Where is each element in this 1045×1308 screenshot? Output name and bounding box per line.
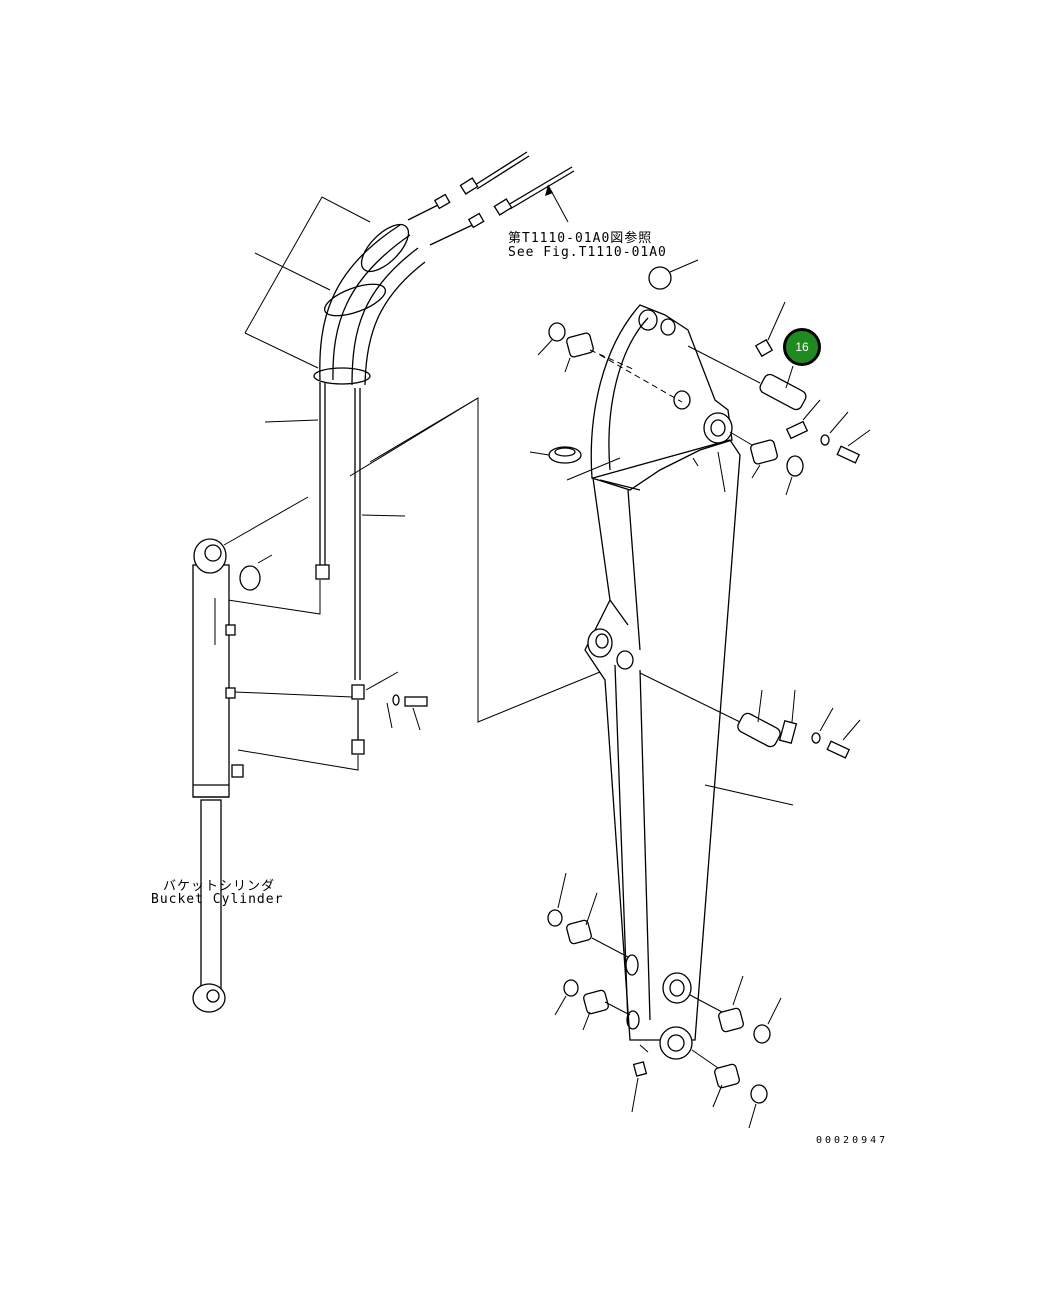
cylinder-label-jp: バケットシリンダ (163, 879, 276, 894)
reference-text-en: See Fig.T1110-01A0 (508, 245, 667, 260)
drawing-number: 00020947 (816, 1135, 889, 1146)
bucket-cylinder (192, 496, 309, 1013)
hose-lines (407, 151, 575, 246)
cylinder-label-en: Bucket Cylinder (151, 892, 284, 907)
reference-text-jp: 第T1110-01A0図参照 (508, 231, 653, 246)
leader-frame (369, 397, 601, 723)
elbow-pipes (244, 196, 426, 386)
arm-body (584, 304, 794, 1060)
callout-16-button[interactable]: 16 (783, 328, 821, 366)
top-hardware (529, 259, 871, 496)
bottom-hardware (547, 872, 782, 1129)
middle-hardware (639, 672, 861, 759)
straight-tubes (227, 382, 428, 771)
